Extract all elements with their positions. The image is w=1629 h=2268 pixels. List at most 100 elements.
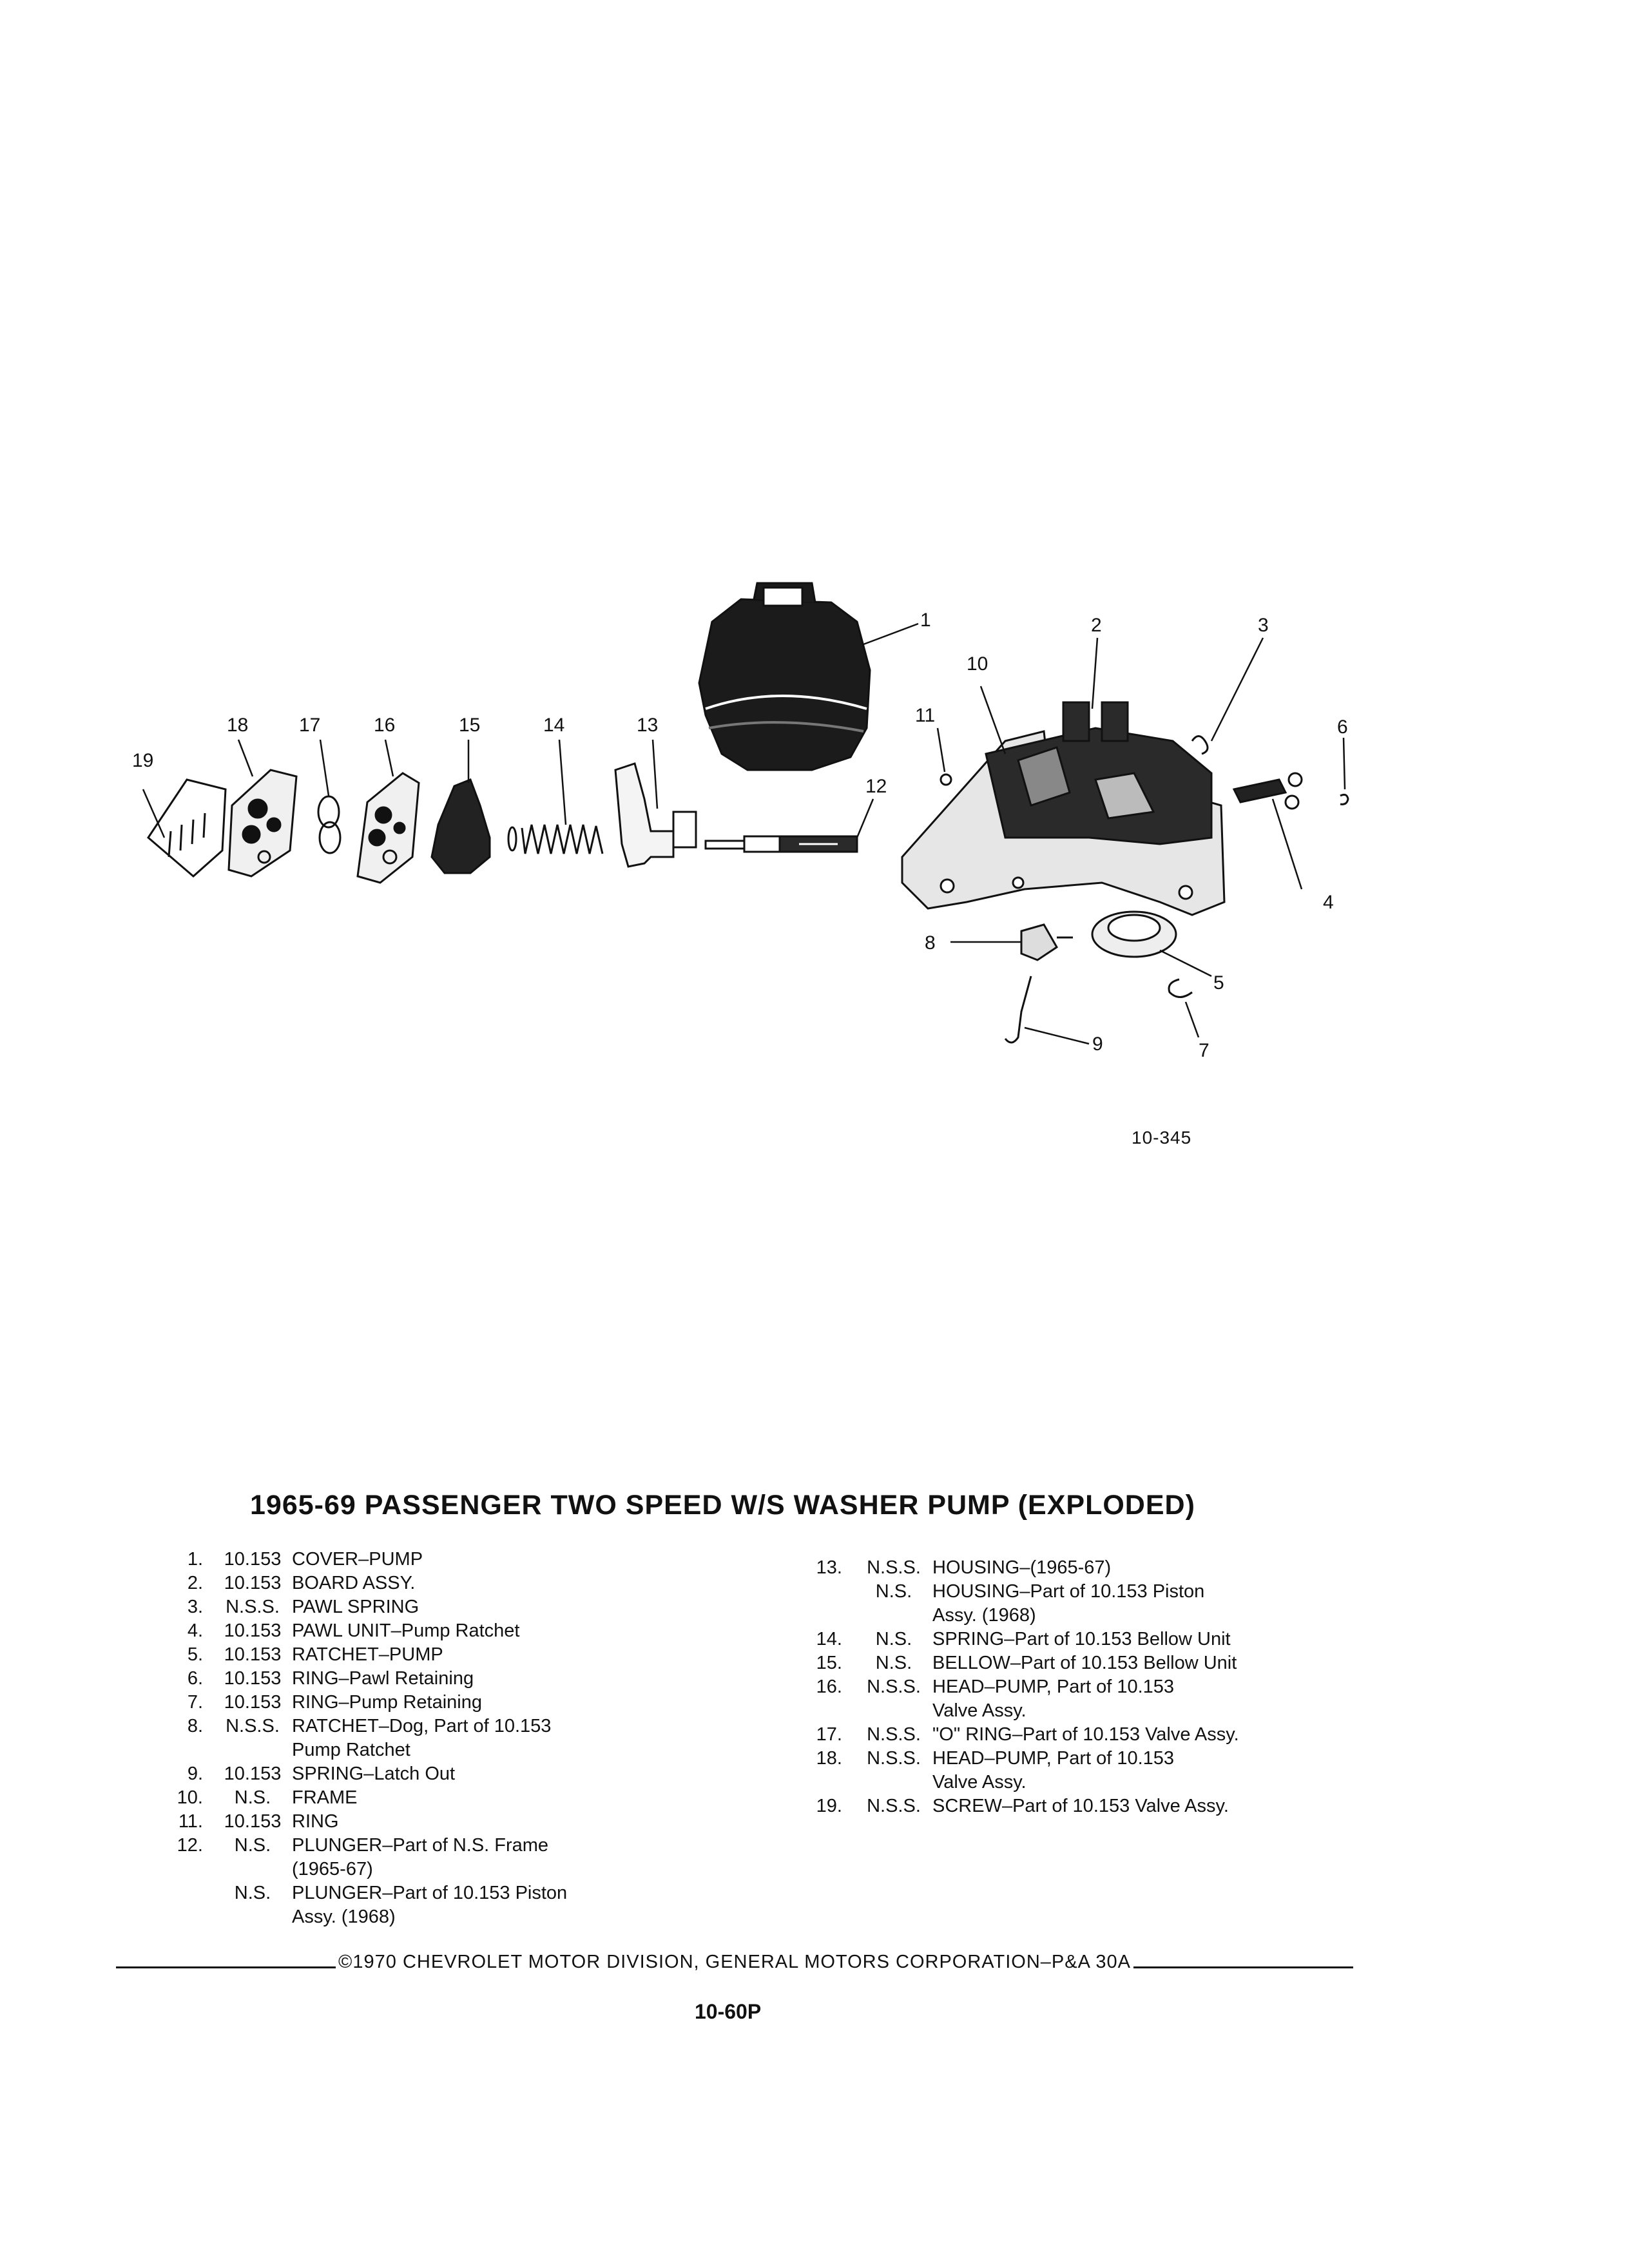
list-item: 5. 10.153 RATCHET–PUMP: [158, 1643, 751, 1667]
part-code: N.S.S.: [226, 1597, 280, 1617]
callout-19: 19: [132, 750, 153, 771]
list-item: N.S. PLUNGER–Part of 10.153 Piston: [158, 1881, 751, 1905]
list-item: 8. N.S.S. RATCHET–Dog, Part of 10.153: [158, 1715, 751, 1738]
part-description: FRAME: [292, 1787, 358, 1808]
part-code: N.S.S.: [226, 1716, 280, 1736]
part-description: RATCHET–PUMP: [292, 1644, 443, 1665]
housing-drawing: [614, 762, 697, 868]
list-item: Valve Assy.: [804, 1771, 1448, 1794]
frame-and-board-drawing: [901, 701, 1226, 916]
spring-drawing: [507, 824, 604, 854]
callout-18: 18: [227, 715, 248, 736]
o-ring-drawing: [317, 795, 342, 854]
pawl-retaining-ring-drawing: [1340, 793, 1349, 805]
part-number: 12.: [177, 1835, 203, 1856]
part-code: 10.153: [224, 1668, 282, 1689]
part-number: 14.: [816, 1629, 842, 1649]
part-number: 16.: [816, 1677, 842, 1697]
part-code: N.S.: [234, 1835, 271, 1856]
part-code: N.S.: [234, 1883, 271, 1903]
part-description: COVER–PUMP: [292, 1549, 423, 1570]
part-description: RATCHET–Dog, Part of 10.153: [292, 1716, 552, 1736]
part-description: Assy. (1968): [292, 1907, 396, 1927]
part-description: "O" RING–Part of 10.153 Valve Assy.: [932, 1724, 1239, 1745]
callout-10: 10: [967, 653, 988, 675]
part-description: Pump Ratchet: [292, 1740, 410, 1760]
part-code: 10.153: [224, 1644, 282, 1665]
list-item: 12.N.S.PLUNGER–Part of N.S. Frame: [158, 1834, 751, 1858]
ratchet-drawing: [1091, 910, 1177, 958]
part-description: PLUNGER–Part of 10.153 Piston: [292, 1883, 568, 1903]
pump-head-18-drawing: [227, 769, 298, 878]
list-item: 16. N.S.S. HEAD–PUMP, Part of 10.153: [804, 1675, 1448, 1699]
part-description: HOUSING–Part of 10.153 Piston: [932, 1581, 1205, 1602]
part-description: SPRING–Part of 10.153 Bellow Unit: [932, 1629, 1231, 1649]
part-code: N.S.: [234, 1787, 271, 1808]
parts-list-right: 13.N.S.S.HOUSING–(1965-67) N.S.HOUSING–P…: [804, 1556, 1448, 1818]
callout-13: 13: [637, 715, 658, 736]
part-number: 11.: [178, 1811, 203, 1832]
pump-retaining-ring-drawing: [1168, 978, 1193, 998]
list-item: Valve Assy.: [804, 1699, 1448, 1723]
part-description: PAWL SPRING: [292, 1597, 419, 1617]
part-description: HOUSING–(1965-67): [932, 1557, 1112, 1578]
part-number: 19.: [816, 1796, 842, 1816]
part-description: RING: [292, 1811, 339, 1832]
part-number: 5.: [187, 1644, 203, 1665]
callout-8: 8: [925, 932, 936, 954]
page-title: 1965-69 PASSENGER TWO SPEED W/S WASHER P…: [250, 1490, 1195, 1521]
part-code: 10.153: [224, 1692, 282, 1713]
latch-spring-drawing: [1004, 975, 1032, 1044]
part-code: N.S.S.: [867, 1724, 921, 1745]
part-description: HEAD–PUMP, Part of 10.153: [932, 1677, 1175, 1697]
callout-2: 2: [1091, 615, 1102, 636]
list-item: 10. N.S. FRAME: [158, 1786, 751, 1810]
callout-11: 11: [915, 705, 935, 726]
exploded-pump-diagram: 1 2 3 4 5 6 7 8 9 10 11 12 13 14 15 16 1…: [132, 582, 1349, 1061]
part-number: 4.: [187, 1620, 203, 1641]
pump-head-16-drawing: [356, 772, 420, 884]
part-description: BOARD ASSY.: [292, 1573, 416, 1593]
list-item: 19.N.S.S.SCREW–Part of 10.153 Valve Assy…: [804, 1794, 1448, 1818]
list-item: 18.N.S.S.HEAD–PUMP, Part of 10.153: [804, 1747, 1448, 1771]
part-code: 10.153: [224, 1811, 282, 1832]
part-number: 15.: [816, 1653, 842, 1673]
part-number: 3.: [187, 1597, 203, 1617]
list-item: Pump Ratchet: [158, 1738, 751, 1762]
part-code: N.S.S.: [867, 1748, 921, 1769]
callout-3: 3: [1258, 615, 1269, 636]
part-code: N.S.: [875, 1581, 912, 1602]
footer-rule-left: [116, 1966, 336, 1968]
part-description: BELLOW–Part of 10.153 Bellow Unit: [932, 1653, 1237, 1673]
part-code: N.S.S.: [867, 1677, 921, 1697]
list-item: 11. 10.153 RING: [158, 1810, 751, 1834]
part-description: RING–Pawl Retaining: [292, 1668, 474, 1689]
part-number: 8.: [187, 1716, 203, 1736]
callout-9: 9: [1092, 1033, 1103, 1055]
part-description: Valve Assy.: [932, 1772, 1027, 1792]
copyright-text: ©1970 CHEVROLET MOTOR DIVISION, GENERAL …: [338, 1951, 1131, 1972]
callout-5: 5: [1213, 972, 1224, 994]
callout-16: 16: [374, 715, 395, 736]
list-item: Assy. (1968): [158, 1905, 751, 1929]
leader-lines: [142, 622, 1346, 1045]
list-item: 17.N.S.S."O" RING–Part of 10.153 Valve A…: [804, 1723, 1448, 1747]
part-description: SCREW–Part of 10.153 Valve Assy.: [932, 1796, 1229, 1816]
callout-12: 12: [865, 776, 887, 797]
plunger-drawing: [704, 835, 858, 853]
part-code: 10.153: [224, 1573, 282, 1593]
callout-1: 1: [920, 610, 931, 631]
part-number: 10.: [177, 1787, 203, 1808]
part-code: N.S.: [875, 1629, 912, 1649]
pump-cover-drawing: [698, 582, 871, 771]
part-description: Valve Assy.: [932, 1700, 1027, 1721]
list-item: (1965-67): [158, 1858, 751, 1881]
bellow-drawing: [430, 778, 491, 874]
part-description: HEAD–PUMP, Part of 10.153: [932, 1748, 1175, 1769]
part-code: N.S.S.: [867, 1557, 921, 1578]
